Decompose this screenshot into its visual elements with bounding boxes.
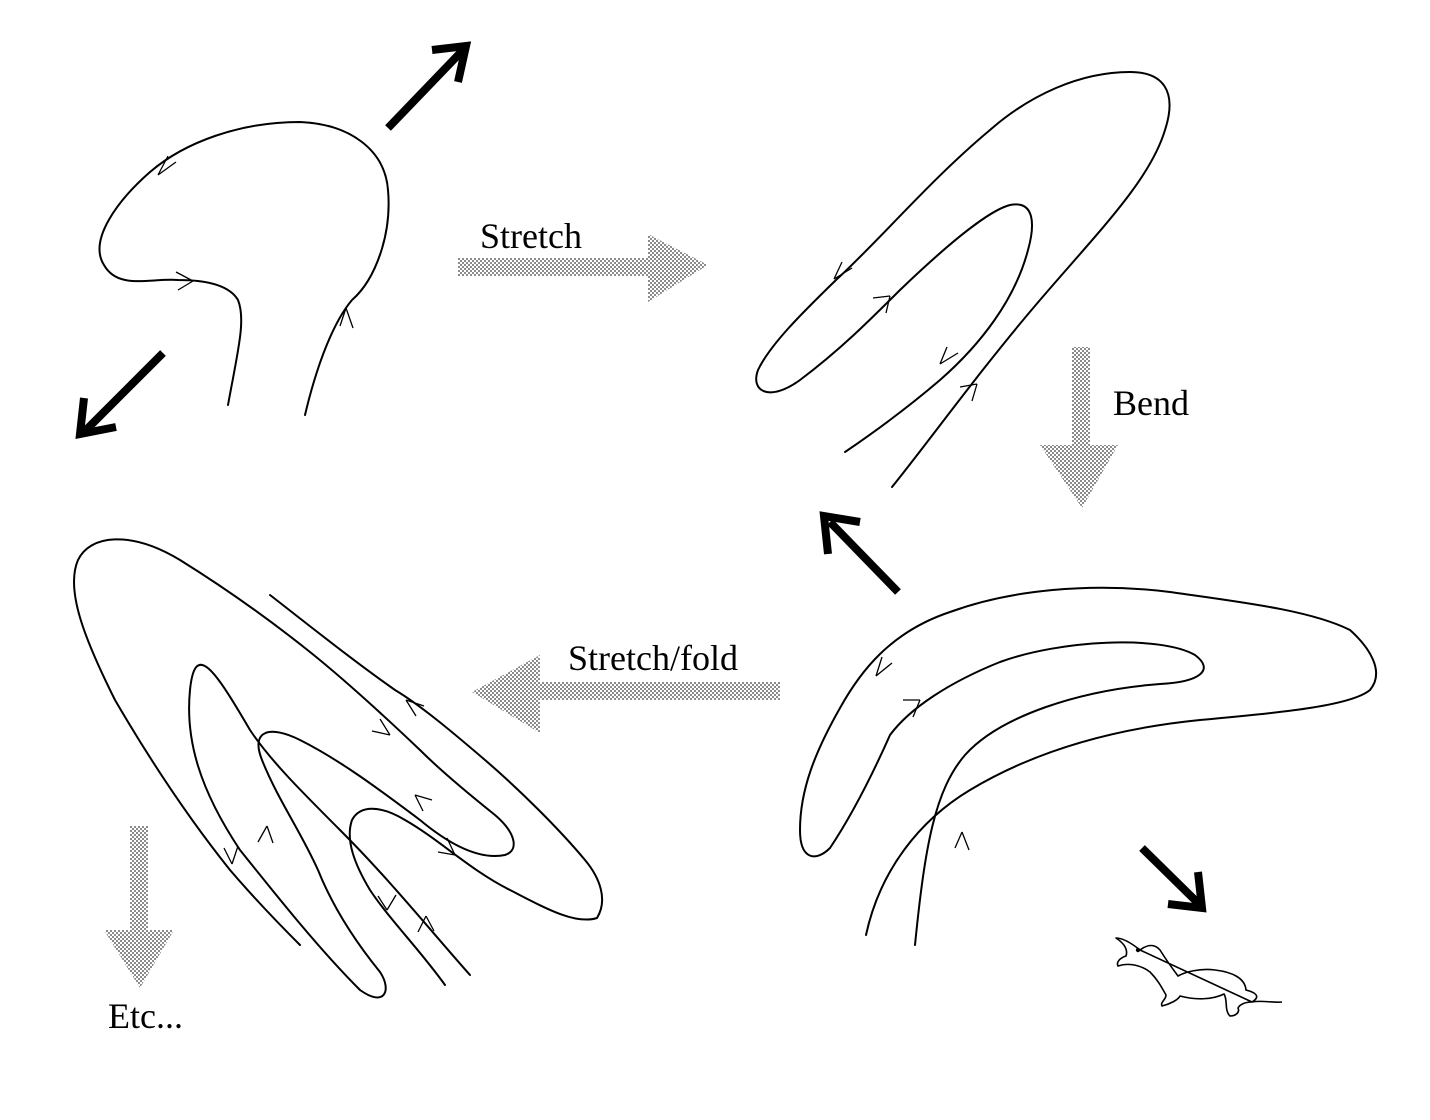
stretch-fold-label: Stretch/fold [568, 638, 738, 678]
force-arrow-down-left [75, 350, 166, 439]
force-arrow-up-left [819, 511, 901, 595]
flow-arrow-tick [959, 383, 978, 402]
flow-arrow-tick [157, 155, 177, 176]
flow-arrow-tick [437, 837, 456, 856]
flow-arrow-tick [175, 271, 194, 291]
flow-arrow-tick [377, 894, 397, 911]
flow-arrow-tick [414, 794, 433, 812]
folded-outer-loop [72, 538, 515, 999]
flow-arrow-tick [954, 831, 970, 851]
flow-arrow-tick [417, 915, 435, 933]
force-arrow-down-right [1139, 845, 1207, 913]
bent-outer-curve [799, 586, 1377, 946]
flow-arrow-tick [875, 656, 893, 677]
flow-arrow-tick [939, 346, 959, 365]
flow-arrow-tick [371, 718, 391, 736]
stage-folded-shape [72, 538, 604, 999]
flow-arrow-tick [257, 825, 274, 844]
etc-label: Etc... [108, 996, 183, 1036]
stage-bent-shape [799, 586, 1377, 946]
creature-doodle [1115, 937, 1283, 1017]
flow-arrow-tick [872, 295, 891, 314]
etc-arrow [104, 826, 174, 988]
stretch-fold-arrow [472, 655, 780, 733]
stretched-outer-curve [755, 71, 1171, 488]
bend-arrow [1040, 347, 1118, 508]
stretch-arrow [458, 234, 708, 302]
flow-arrow-tick [223, 845, 239, 865]
flow-arrow-tick [405, 699, 425, 717]
flow-arrow-tick [833, 261, 853, 280]
stretch-label: Stretch [480, 216, 582, 256]
stage-initial-shape [98, 121, 390, 416]
flow-arrow-tick [339, 307, 354, 329]
bend-label: Bend [1113, 383, 1189, 423]
folded-inner-strand [269, 594, 604, 986]
flow-arrow-tick [903, 699, 921, 718]
force-arrow-up-right [385, 41, 472, 131]
stage-stretched-shape [755, 71, 1171, 488]
initial-shape-outline [98, 121, 390, 416]
